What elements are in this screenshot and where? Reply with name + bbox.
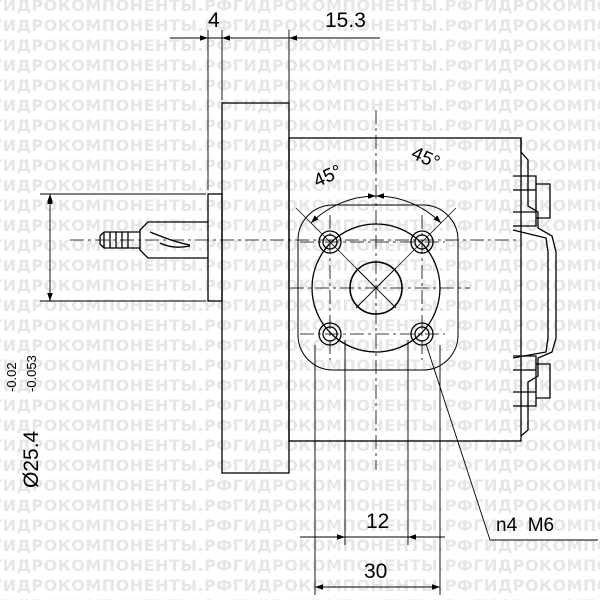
label-angle-right: 45° bbox=[408, 143, 443, 174]
label-thread-note: n4 M6 bbox=[496, 515, 554, 536]
label-shaft-tol-lower: -0.053 bbox=[24, 355, 39, 392]
label-flange-offset: 4 bbox=[208, 9, 220, 32]
label-hole-spacing-outer: 30 bbox=[364, 560, 387, 583]
thread-leader bbox=[425, 343, 598, 541]
bottom-port-fitting bbox=[513, 355, 551, 407]
top-port-fitting bbox=[513, 175, 551, 227]
label-shaft-diameter: Ø25.4 bbox=[20, 430, 43, 488]
shaft-hub bbox=[207, 193, 223, 302]
angle-arc-right bbox=[375, 193, 442, 224]
rear-cover bbox=[520, 138, 557, 437]
pump-body bbox=[288, 137, 522, 442]
label-flange-to-body: 15.3 bbox=[325, 9, 366, 32]
label-shaft-tol-upper: -0.02 bbox=[4, 362, 19, 392]
centerlines bbox=[70, 110, 520, 470]
flange-plate bbox=[221, 102, 290, 474]
label-angle-left: 45° bbox=[310, 161, 345, 192]
rear-cover-inner bbox=[512, 229, 549, 359]
angle-arc-left bbox=[310, 193, 377, 224]
label-hole-spacing-inner: 12 bbox=[366, 510, 389, 533]
